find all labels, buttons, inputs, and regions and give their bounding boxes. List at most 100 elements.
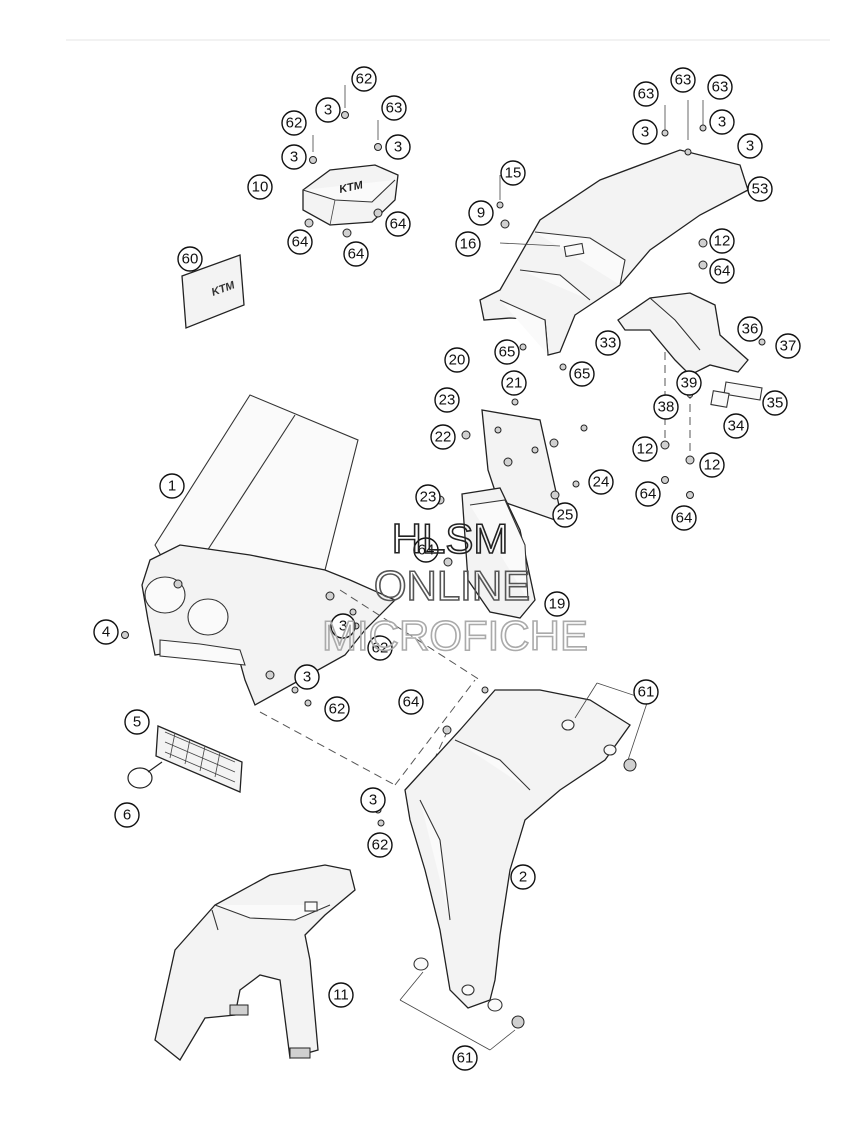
- callouts: 62 3 63 62 3 3 10 64 64 64 60 63 63 63 3…: [93, 66, 801, 1071]
- callout-3: 3: [385, 134, 411, 160]
- svg-text:35: 35: [767, 395, 784, 412]
- svg-text:61: 61: [457, 1050, 474, 1067]
- svg-text:63: 63: [386, 100, 403, 117]
- callout-25: 25: [552, 502, 578, 528]
- callout-11: 11: [328, 982, 354, 1008]
- callout-62: 62: [367, 832, 393, 858]
- svg-text:63: 63: [712, 79, 729, 96]
- callout-3: 3: [360, 787, 386, 813]
- svg-text:12: 12: [704, 457, 721, 474]
- callout-23: 23: [415, 484, 441, 510]
- callout-15: 15: [500, 160, 526, 186]
- side-fairing: [374, 682, 649, 1051]
- svg-text:63: 63: [675, 72, 692, 89]
- svg-text:61: 61: [638, 684, 655, 701]
- svg-text:15: 15: [505, 165, 522, 182]
- seat-logo-text: KTM: [338, 179, 365, 196]
- callout-62: 62: [281, 110, 307, 136]
- callout-62: 62: [351, 66, 377, 92]
- callout-34: 34: [723, 413, 749, 439]
- svg-text:3: 3: [369, 792, 377, 809]
- svg-text:10: 10: [252, 179, 269, 196]
- callout-39: 39: [676, 370, 702, 396]
- svg-text:64: 64: [403, 694, 420, 711]
- callout-21: 21: [501, 370, 527, 396]
- callout-64: 64: [413, 537, 439, 563]
- callout-10: 10: [247, 174, 273, 200]
- callout-64: 64: [343, 241, 369, 267]
- callout-2: 2: [510, 864, 536, 890]
- svg-text:12: 12: [714, 233, 731, 250]
- svg-text:63: 63: [638, 86, 655, 103]
- rear-fender-hardware: [496, 100, 708, 499]
- callout-3: 3: [737, 133, 763, 159]
- svg-text:6: 6: [123, 807, 131, 824]
- svg-text:16: 16: [460, 236, 477, 253]
- svg-text:22: 22: [435, 429, 452, 446]
- callout-65: 65: [494, 339, 520, 365]
- svg-text:2: 2: [519, 869, 527, 886]
- callout-35: 35: [762, 390, 788, 416]
- grille: [155, 725, 243, 793]
- callout-20: 20: [444, 347, 470, 373]
- svg-text:62: 62: [356, 71, 373, 88]
- svg-text:64: 64: [292, 234, 309, 251]
- svg-text:23: 23: [439, 392, 456, 409]
- svg-text:23: 23: [420, 489, 437, 506]
- callout-61: 61: [452, 1045, 478, 1071]
- watermark-line-3: MICROFICHE: [322, 612, 588, 659]
- svg-text:20: 20: [449, 352, 466, 369]
- rear-fender: [479, 149, 749, 356]
- svg-text:19: 19: [549, 596, 566, 613]
- svg-text:4: 4: [102, 624, 110, 641]
- svg-text:36: 36: [742, 321, 759, 338]
- callout-62: 62: [367, 635, 393, 661]
- callout-60: 60: [177, 246, 203, 272]
- svg-text:12: 12: [637, 441, 654, 458]
- callout-64: 64: [635, 481, 661, 507]
- svg-text:38: 38: [658, 399, 675, 416]
- callout-1: 1: [159, 473, 185, 499]
- svg-text:21: 21: [506, 375, 523, 392]
- front-fender: [154, 864, 356, 1061]
- callout-64: 64: [385, 211, 411, 237]
- svg-text:3: 3: [718, 114, 726, 131]
- callout-62: 62: [324, 696, 350, 722]
- svg-text:3: 3: [339, 618, 347, 635]
- svg-text:34: 34: [728, 418, 745, 435]
- headlight-mask: [121, 394, 397, 707]
- callout-63: 63: [707, 74, 733, 100]
- svg-text:3: 3: [324, 102, 332, 119]
- watermark-line-1: HLSM: [392, 515, 509, 562]
- callout-6: 6: [114, 802, 140, 828]
- callout-65: 65: [569, 361, 595, 387]
- svg-text:62: 62: [329, 701, 346, 718]
- callout-12: 12: [632, 436, 658, 462]
- svg-text:1: 1: [168, 478, 176, 495]
- svg-text:3: 3: [746, 138, 754, 155]
- svg-text:62: 62: [372, 837, 389, 854]
- svg-text:37: 37: [780, 338, 797, 355]
- seat-pad: KTM: [302, 164, 399, 226]
- svg-text:64: 64: [348, 246, 365, 263]
- callout-61: 61: [633, 679, 659, 705]
- callout-3: 3: [632, 119, 658, 145]
- callout-64: 64: [398, 689, 424, 715]
- callout-36: 36: [737, 316, 763, 342]
- seat-hardware: [304, 85, 383, 238]
- callout-3: 3: [330, 613, 356, 639]
- svg-text:65: 65: [499, 344, 516, 361]
- svg-text:64: 64: [390, 216, 407, 233]
- mudflap: [435, 487, 536, 619]
- svg-text:64: 64: [714, 263, 731, 280]
- callout-33: 33: [595, 330, 621, 356]
- callout-4: 4: [93, 619, 119, 645]
- callout-19: 19: [544, 591, 570, 617]
- svg-text:64: 64: [640, 486, 657, 503]
- callout-63: 63: [633, 81, 659, 107]
- watermark-line-2: ONLINE: [374, 562, 530, 609]
- svg-text:3: 3: [641, 124, 649, 141]
- callout-16: 16: [455, 231, 481, 257]
- svg-text:64: 64: [418, 542, 435, 559]
